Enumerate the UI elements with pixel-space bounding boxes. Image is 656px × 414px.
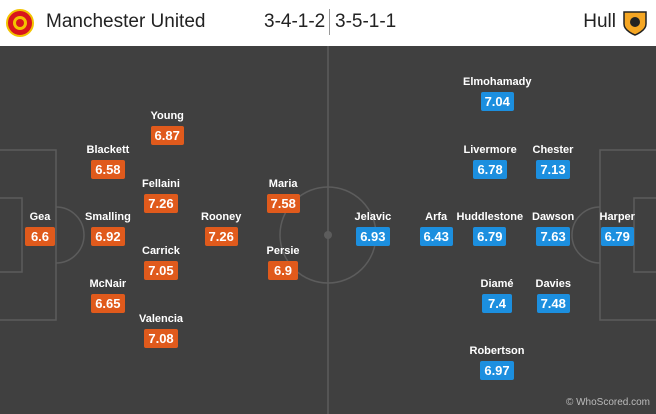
player-rating-badge: 7.4 <box>482 294 513 313</box>
player-name: Robertson <box>469 345 525 357</box>
player-rating-badge: 7.26 <box>204 227 238 246</box>
player-rating-badge: 7.26 <box>144 194 178 213</box>
home-player[interactable]: Carrick 7.05 <box>142 245 180 280</box>
home-player[interactable]: Persie 6.9 <box>267 245 300 280</box>
player-name: Blackett <box>86 144 130 156</box>
player-name: Maria <box>268 178 298 190</box>
player-name: Arfa <box>425 211 448 223</box>
away-player[interactable]: Harper 6.79 <box>600 211 635 246</box>
player-rating-badge: 6.58 <box>91 160 125 179</box>
match-header: Manchester United 3-4-1-2 3-5-1-1 Hull <box>0 0 656 46</box>
player-rating-badge: 7.04 <box>480 92 514 111</box>
watermark: © WhoScored.com <box>565 397 650 408</box>
player-rating-badge: 6.97 <box>480 361 514 380</box>
formation-divider <box>329 9 330 35</box>
player-rating-badge: 7.05 <box>144 261 178 280</box>
home-player[interactable]: Rooney 7.26 <box>201 211 241 246</box>
away-formation: 3-5-1-1 <box>335 11 397 32</box>
player-rating-badge: 6.93 <box>356 227 390 246</box>
player-name: Fellaini <box>142 178 180 190</box>
home-player[interactable]: Fellaini 7.26 <box>142 178 180 213</box>
player-name: Smalling <box>85 211 131 223</box>
player-name: Dawson <box>532 211 575 223</box>
home-player[interactable]: Maria 7.58 <box>266 178 300 213</box>
player-name: Livermore <box>463 144 517 156</box>
player-name: Rooney <box>201 211 242 223</box>
player-name: Diamé <box>480 278 514 290</box>
home-player[interactable]: Gea 6.6 <box>25 211 55 246</box>
home-player[interactable]: Young 6.87 <box>151 110 184 145</box>
player-rating-badge: 6.78 <box>473 160 507 179</box>
player-name: Carrick <box>142 245 180 257</box>
away-player[interactable]: Chester 7.13 <box>532 144 574 179</box>
player-rating-badge: 6.9 <box>268 261 299 280</box>
home-player[interactable]: Blackett 6.58 <box>86 144 130 179</box>
away-player[interactable]: Robertson 6.97 <box>470 345 525 380</box>
player-rating-badge: 6.92 <box>91 227 125 246</box>
away-player[interactable]: Livermore 6.78 <box>464 144 517 179</box>
player-rating-badge: 6.6 <box>25 227 55 246</box>
player-rating-badge: 7.13 <box>536 160 570 179</box>
player-name: Davies <box>535 278 571 290</box>
away-player[interactable]: Diamé 7.4 <box>481 278 514 313</box>
home-team-name: Manchester United <box>46 11 206 32</box>
player-name: McNair <box>89 278 127 290</box>
player-name: Chester <box>532 144 574 156</box>
home-player[interactable]: Valencia 7.08 <box>139 313 183 348</box>
player-rating-badge: 7.48 <box>536 294 570 313</box>
away-player[interactable]: Dawson 7.63 <box>532 211 574 246</box>
player-name: Elmohamady <box>463 76 532 88</box>
away-player[interactable]: Arfa 6.43 <box>419 211 453 246</box>
home-formation: 3-4-1-2 <box>264 11 326 32</box>
player-name: Harper <box>599 211 635 223</box>
player-rating-badge: 6.79 <box>473 227 507 246</box>
player-name: Valencia <box>139 313 184 325</box>
away-player[interactable]: Davies 7.48 <box>536 278 571 313</box>
player-rating-badge: 6.79 <box>600 227 634 246</box>
manchester-united-crest-icon <box>6 9 34 37</box>
player-name: Jelavic <box>354 211 392 223</box>
player-rating-badge: 7.58 <box>266 194 300 213</box>
player-name: Young <box>150 110 184 122</box>
player-name: Gea <box>29 211 51 223</box>
player-rating-badge: 7.08 <box>144 329 178 348</box>
away-player[interactable]: Huddlestone 6.79 <box>456 211 524 246</box>
player-rating-badge: 7.63 <box>536 227 570 246</box>
player-name: Persie <box>266 245 300 257</box>
away-player[interactable]: Elmohamady 7.04 <box>463 76 531 111</box>
player-rating-badge: 6.43 <box>419 227 453 246</box>
home-player[interactable]: McNair 6.65 <box>89 278 127 313</box>
away-team-name: Hull <box>583 11 616 32</box>
player-name: Huddlestone <box>456 211 524 223</box>
home-player[interactable]: Smalling 6.92 <box>85 211 131 246</box>
player-rating-badge: 6.87 <box>150 126 184 145</box>
away-player[interactable]: Jelavic 6.93 <box>354 211 392 246</box>
player-rating-badge: 6.65 <box>91 294 125 313</box>
hull-crest-icon <box>623 11 647 36</box>
